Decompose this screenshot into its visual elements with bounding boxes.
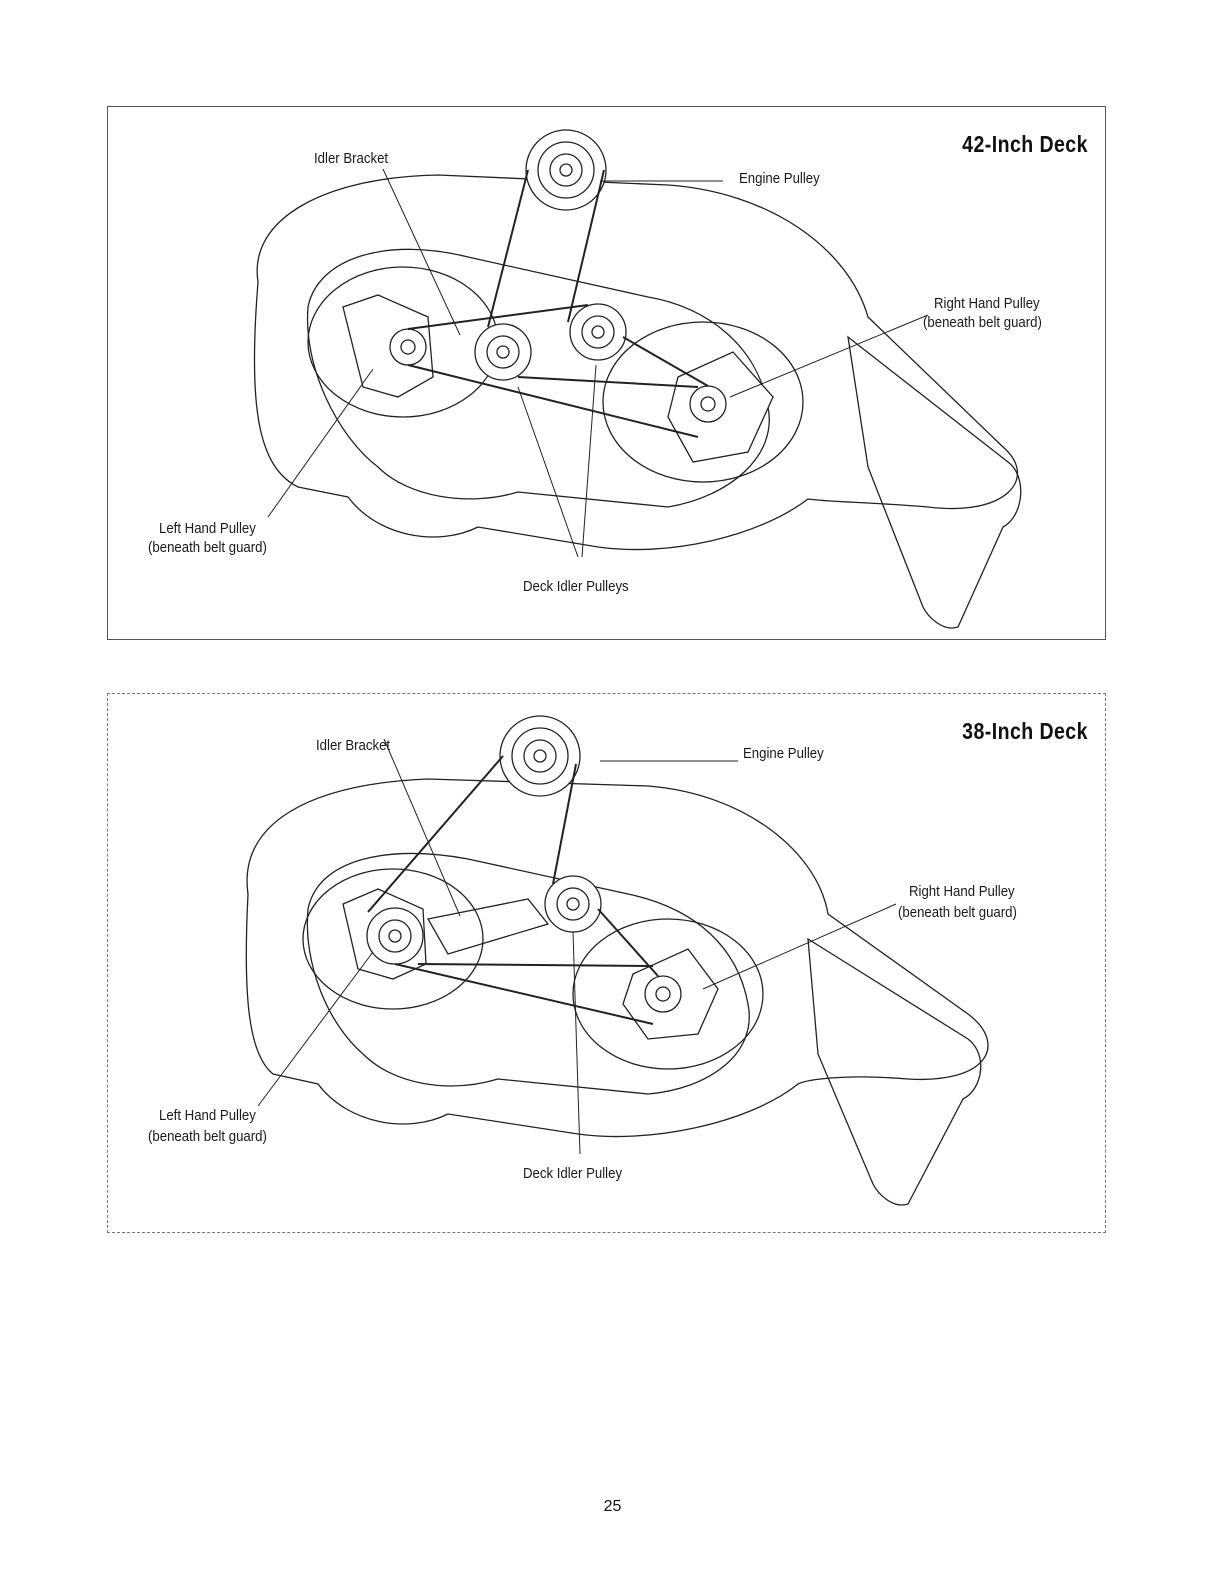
belt <box>408 170 708 437</box>
deck-42-panel: 42-Inch Deck Idler Bracket Engine Pulley… <box>107 106 1106 640</box>
deck-idler-pulley-2 <box>570 304 626 360</box>
deck-38-diagram <box>108 694 1107 1234</box>
deck-idler-pulley-1 <box>475 324 531 380</box>
engine-pulley-label: Engine Pulley <box>743 744 824 763</box>
discharge-chute <box>808 939 981 1205</box>
left-hand-pulley-note: (beneath belt guard) <box>148 538 267 557</box>
idler-bracket <box>428 899 548 954</box>
deck-42-diagram <box>108 107 1107 641</box>
left-hand-pulley-label: Left Hand Pulley <box>159 1106 256 1125</box>
right-hand-pulley-note: (beneath belt guard) <box>898 903 1017 922</box>
right-hand-pulley-note: (beneath belt guard) <box>923 313 1042 332</box>
deck-idler-pulley-label: Deck Idler Pulleys <box>523 577 629 596</box>
right-hand-pulley-label: Right Hand Pulley <box>934 294 1040 313</box>
idler-bracket-label: Idler Bracket <box>314 149 388 168</box>
left-hand-pulley <box>367 908 423 964</box>
belt <box>368 756 658 1024</box>
left-hand-pulley-label: Left Hand Pulley <box>159 519 256 538</box>
engine-pulley-label: Engine Pulley <box>739 169 820 188</box>
idler-bracket-label: Idler Bracket <box>316 736 390 755</box>
deck-title: 38-Inch Deck <box>962 718 1088 745</box>
deck-idler-pulley <box>545 876 601 932</box>
page-number: 25 <box>0 1498 1225 1516</box>
right-hand-pulley-label: Right Hand Pulley <box>909 882 1015 901</box>
left-belt-guard <box>343 295 433 397</box>
deck-idler-pulley-label: Deck Idler Pulley <box>523 1164 622 1183</box>
right-belt-guard <box>668 352 773 462</box>
deck-38-panel: 38-Inch Deck Idler Bracket Engine Pulley… <box>107 693 1106 1233</box>
left-hand-pulley-note: (beneath belt guard) <box>148 1127 267 1146</box>
deck-title: 42-Inch Deck <box>962 131 1088 158</box>
